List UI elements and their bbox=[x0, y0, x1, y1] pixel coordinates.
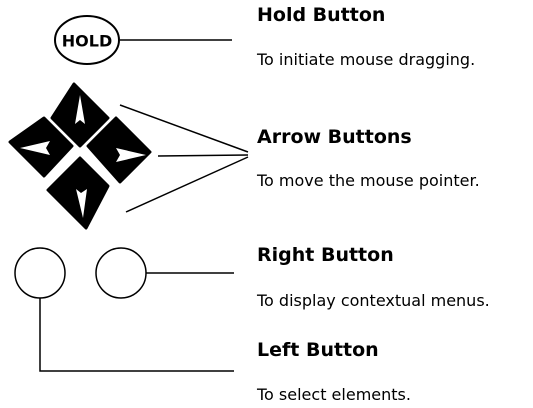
arrow-left-button[interactable] bbox=[8, 116, 74, 178]
left-button-description: To select elements. bbox=[257, 385, 411, 404]
left-mouse-button[interactable] bbox=[14, 247, 66, 299]
arrow-down-icon bbox=[76, 189, 87, 218]
arrow-leader-middle bbox=[157, 154, 249, 157]
hold-button[interactable]: HOLD bbox=[54, 15, 120, 65]
arrow-right-button[interactable] bbox=[86, 116, 152, 184]
arrow-right-icon bbox=[116, 148, 146, 162]
right-mouse-button[interactable] bbox=[95, 247, 147, 299]
arrow-buttons-description: To move the mouse pointer. bbox=[257, 171, 480, 190]
arrow-up-button[interactable] bbox=[50, 82, 110, 148]
hold-button-description: To initiate mouse dragging. bbox=[257, 50, 476, 69]
arrow-up-icon bbox=[75, 95, 85, 124]
right-button-title: Right Button bbox=[257, 244, 394, 266]
hold-button-glyph: HOLD bbox=[62, 32, 112, 51]
arrow-down-button[interactable] bbox=[46, 156, 110, 230]
arrow-buttons-title: Arrow Buttons bbox=[257, 126, 412, 148]
hold-button-outline bbox=[54, 15, 120, 65]
right-button-description: To display contextual menus. bbox=[257, 291, 490, 310]
arrow-left-icon bbox=[20, 141, 50, 155]
left-button-leader-line bbox=[39, 298, 234, 372]
arrow-leader-lower bbox=[125, 156, 249, 213]
left-button-title: Left Button bbox=[257, 339, 379, 361]
arrow-leader-upper bbox=[119, 104, 249, 153]
hold-button-title: Hold Button bbox=[257, 4, 386, 26]
arrow-pad bbox=[8, 82, 152, 230]
